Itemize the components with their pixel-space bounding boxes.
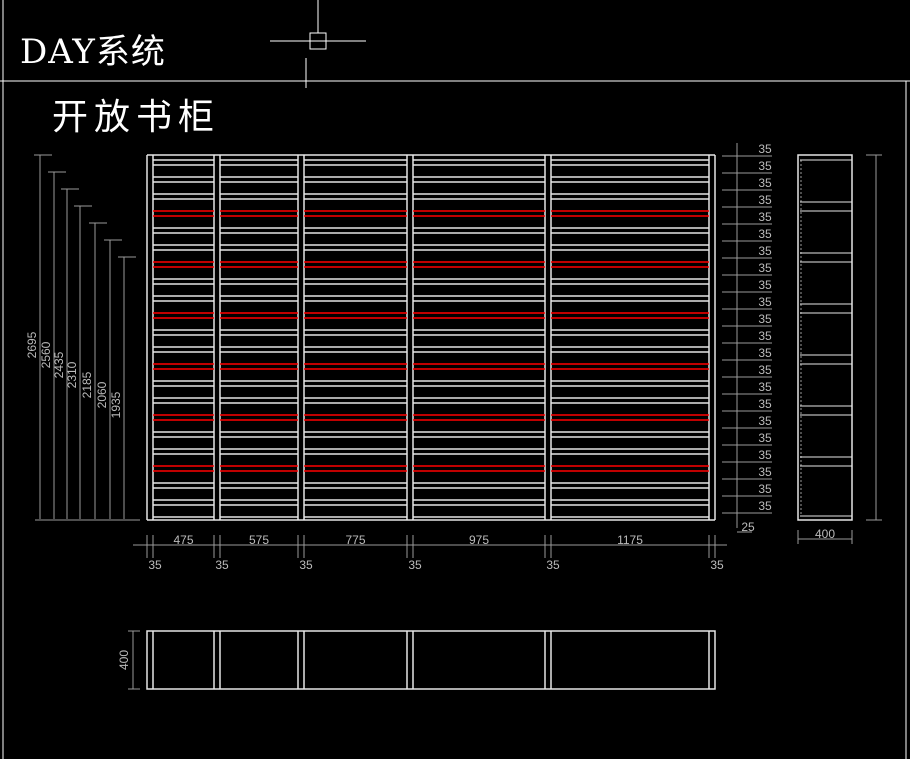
pitch-label: 35 xyxy=(758,431,772,445)
plan-view xyxy=(146,630,716,690)
pitch-label: 35 xyxy=(758,244,772,258)
pitch-label: 35 xyxy=(758,346,772,360)
bay-width-label: 575 xyxy=(249,533,269,547)
pitch-label: 35 xyxy=(758,482,772,496)
height-label: 2695 xyxy=(25,331,39,358)
pitch-label: 35 xyxy=(758,227,772,241)
pitch-label: 35 xyxy=(758,176,772,190)
side-depth-label: 400 xyxy=(815,527,835,541)
height-label: 2435 xyxy=(52,351,66,378)
pitch-label: 35 xyxy=(758,142,772,156)
height-label: 2060 xyxy=(95,381,109,408)
pitch-label: 35 xyxy=(758,278,772,292)
panel-thickness-label: 35 xyxy=(546,558,560,572)
pitch-label: 35 xyxy=(758,499,772,513)
pitch-label: 35 xyxy=(758,193,772,207)
bay-width-label: 975 xyxy=(469,533,489,547)
pitch-label: 35 xyxy=(758,414,772,428)
height-label: 2185 xyxy=(80,371,94,398)
side-view xyxy=(797,154,853,521)
pitch-label: 35 xyxy=(758,295,772,309)
pitch-label: 35 xyxy=(758,210,772,224)
height-label: 2560 xyxy=(39,341,53,368)
panel-thickness-label: 35 xyxy=(215,558,229,572)
pitch-label: 35 xyxy=(758,363,772,377)
pitch-label: 35 xyxy=(758,312,772,326)
bay-width-label: 1175 xyxy=(617,533,643,547)
drawing-title: 开放书柜 xyxy=(52,97,221,138)
height-label: 1935 xyxy=(109,391,123,418)
panel-thickness-label: 35 xyxy=(299,558,313,572)
pitch-label: 35 xyxy=(758,448,772,462)
pitch-label: 35 xyxy=(758,159,772,173)
pitch-label: 35 xyxy=(758,329,772,343)
height-label: 2310 xyxy=(65,361,79,388)
crosshair-icon xyxy=(309,32,327,50)
panel-thickness-label: 35 xyxy=(710,558,724,572)
pitch-label: 35 xyxy=(758,380,772,394)
pitch-label: 35 xyxy=(758,465,772,479)
bottom-gap-label: 25 xyxy=(741,520,755,534)
bay-width-label: 475 xyxy=(173,533,193,547)
pitch-label: 35 xyxy=(758,261,772,275)
panel-thickness-label: 35 xyxy=(148,558,162,572)
app-title: DAY系统 xyxy=(20,32,166,72)
bay-width-label: 775 xyxy=(345,533,365,547)
pitch-label: 35 xyxy=(758,397,772,411)
panel-thickness-label: 35 xyxy=(408,558,422,572)
plan-depth-label: 400 xyxy=(117,650,131,670)
